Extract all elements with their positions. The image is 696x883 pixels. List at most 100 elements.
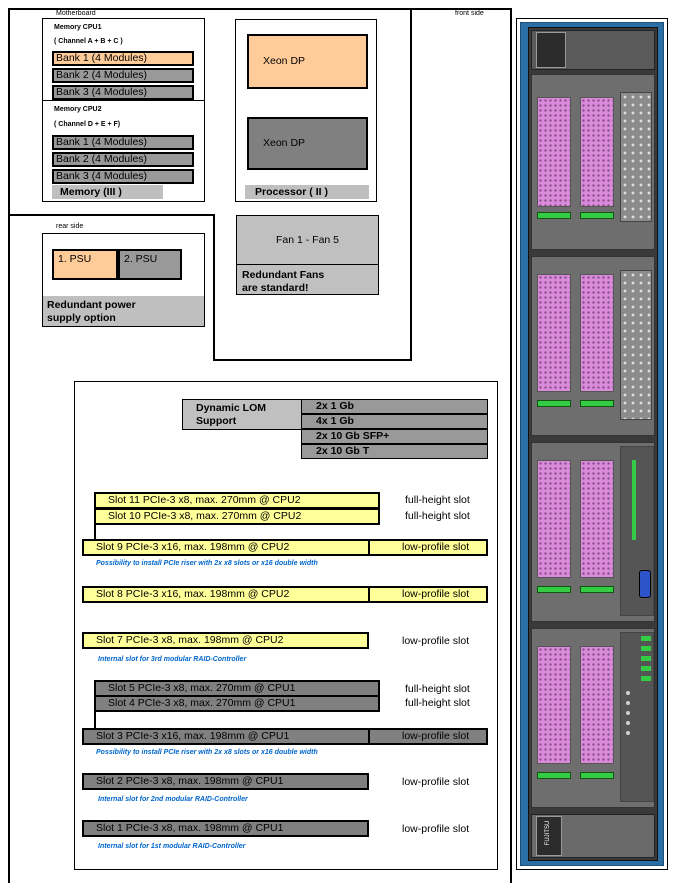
slot-7-type: low-profile slot bbox=[402, 635, 470, 647]
psu-note-bg bbox=[43, 296, 204, 326]
lom-option-2: 4x 1 Gb bbox=[301, 414, 488, 429]
front-led-5 bbox=[625, 730, 631, 736]
cage-1-grid bbox=[620, 92, 652, 222]
drive-5-latch bbox=[537, 586, 571, 593]
drive-8 bbox=[580, 646, 614, 764]
slot-9-divider bbox=[368, 541, 370, 554]
slot-5-type: full-height slot bbox=[405, 683, 470, 695]
slot-4: Slot 4 PCIe-3 x8, max. 270mm @ CPU1 bbox=[94, 695, 380, 712]
memory-cpu1-title: Memory CPU1 bbox=[54, 24, 102, 31]
psu-1: 1. PSU bbox=[52, 249, 118, 280]
cpu1-bank-2: Bank 2 (4 Modules) bbox=[52, 68, 194, 83]
memory-cpu2-title: Memory CPU2 bbox=[54, 106, 102, 113]
fan-note-2: are standard! bbox=[242, 282, 309, 294]
usb-panel bbox=[620, 632, 654, 802]
drive-7-latch bbox=[537, 772, 571, 779]
psu-note-2: supply option bbox=[47, 312, 116, 324]
front-led-3 bbox=[625, 710, 631, 716]
memory-cpu2-channels: ( Channel D + E + F) bbox=[54, 121, 121, 128]
divider-top bbox=[8, 8, 512, 10]
slot-9: Slot 9 PCIe-3 x16, max. 198mm @ CPU2 low… bbox=[82, 539, 488, 556]
lom-title-2: Support bbox=[196, 415, 237, 427]
bottom-brand-plate bbox=[536, 816, 562, 856]
cpu1-bank-3: Bank 3 (4 Modules) bbox=[52, 85, 194, 100]
slot-2-label: Slot 2 PCIe-3 x8, max. 198mm @ CPU1 bbox=[96, 775, 284, 787]
brand-logo: FUJITSU bbox=[545, 820, 551, 846]
drive-8-latch bbox=[580, 772, 614, 779]
drive-2 bbox=[580, 97, 614, 207]
lom-title-1: Dynamic LOM bbox=[196, 402, 267, 414]
lom-option-1: 2x 1 Gb bbox=[301, 399, 488, 414]
lom-option-3: 2x 10 Gb SFP+ bbox=[301, 429, 488, 444]
psu-note-1: Redundant power bbox=[47, 299, 136, 311]
fan-note-1: Redundant Fans bbox=[242, 269, 325, 281]
slot-7-label: Slot 7 PCIe-3 x8, max. 198mm @ CPU2 bbox=[96, 634, 284, 646]
slot-1-type: low-profile slot bbox=[402, 823, 470, 835]
slot-8-divider bbox=[368, 588, 370, 601]
psu-2: 2. PSU bbox=[118, 249, 182, 280]
fan-box bbox=[236, 215, 379, 295]
cage-2-grid bbox=[620, 270, 652, 420]
slot-9-type: low-profile slot bbox=[402, 541, 470, 553]
front-led-1 bbox=[625, 690, 631, 696]
slot-3-divider bbox=[368, 730, 370, 743]
divider-rear-bottom bbox=[213, 359, 412, 361]
slot-7: Slot 7 PCIe-3 x8, max. 198mm @ CPU2 bbox=[82, 632, 369, 649]
lom-title-box bbox=[182, 399, 302, 430]
rear-side-label: rear side bbox=[56, 223, 84, 230]
processor-footer: Processor ( II ) bbox=[245, 185, 369, 199]
divider-motherboard-right bbox=[410, 8, 412, 360]
lom-option-4: 2x 10 Gb T bbox=[301, 444, 488, 459]
cpu2-bank-3: Bank 3 (4 Modules) bbox=[52, 169, 194, 184]
slot-9-note: Possibility to install PCIe riser with 2… bbox=[96, 560, 318, 567]
slot-10-label: Slot 10 PCIe-3 x8, max. 270mm @ CPU2 bbox=[108, 510, 302, 522]
slot-2: Slot 2 PCIe-3 x8, max. 198mm @ CPU1 bbox=[82, 773, 369, 790]
fan-label: Fan 1 - Fan 5 bbox=[236, 215, 379, 265]
slot-11: Slot 11 PCIe-3 x8, max. 270mm @ CPU2 bbox=[94, 492, 380, 509]
drive-1-latch bbox=[537, 212, 571, 219]
slot-1: Slot 1 PCIe-3 x8, max. 198mm @ CPU1 bbox=[82, 820, 369, 837]
drive-4-latch bbox=[580, 400, 614, 407]
top-brand-plate bbox=[536, 32, 566, 68]
drive-6-latch bbox=[580, 586, 614, 593]
slot-8-label: Slot 8 PCIe-3 x16, max. 198mm @ CPU2 bbox=[96, 588, 290, 600]
slot-1-label: Slot 1 PCIe-3 x8, max. 198mm @ CPU1 bbox=[96, 822, 284, 834]
memory-footer: Memory (III ) bbox=[52, 185, 163, 199]
slot-2-note: Internal slot for 2nd modular RAID-Contr… bbox=[98, 796, 248, 803]
drive-7 bbox=[537, 646, 571, 764]
slot-4-type: full-height slot bbox=[405, 697, 470, 709]
cpu1-bank-1: Bank 1 (4 Modules) bbox=[52, 51, 194, 66]
cpu-2-chip: Xeon DP bbox=[247, 117, 368, 170]
slot-3-type: low-profile slot bbox=[402, 730, 470, 742]
memory-cpu1-channels: ( Channel A + B + C ) bbox=[54, 38, 123, 45]
vga-port bbox=[639, 570, 651, 598]
drive-2-latch bbox=[580, 212, 614, 219]
cpu2-bank-1: Bank 1 (4 Modules) bbox=[52, 135, 194, 150]
drive-3-latch bbox=[537, 400, 571, 407]
slot-8-type: low-profile slot bbox=[402, 588, 470, 600]
slot-8: Slot 8 PCIe-3 x16, max. 198mm @ CPU2 low… bbox=[82, 586, 488, 603]
slot-2-type: low-profile slot bbox=[402, 776, 470, 788]
memory-divider bbox=[42, 100, 205, 101]
slot-3: Slot 3 PCIe-3 x16, max. 198mm @ CPU1 low… bbox=[82, 728, 488, 745]
drive-1 bbox=[537, 97, 571, 207]
slot-3-label: Slot 3 PCIe-3 x16, max. 198mm @ CPU1 bbox=[96, 730, 290, 742]
divider-rear-top bbox=[8, 214, 214, 216]
drive-3 bbox=[537, 274, 571, 392]
slot-9-label: Slot 9 PCIe-3 x16, max. 198mm @ CPU2 bbox=[96, 541, 290, 553]
cpu2-bank-2: Bank 2 (4 Modules) bbox=[52, 152, 194, 167]
cpu-1-chip: Xeon DP bbox=[247, 34, 368, 89]
divider-front-left bbox=[510, 8, 512, 883]
front-led-4 bbox=[625, 720, 631, 726]
usb-ports bbox=[641, 636, 651, 684]
slot-1-note: Internal slot for 1st modular RAID-Contr… bbox=[98, 843, 246, 850]
divider-rear-right bbox=[213, 214, 215, 360]
slot-7-note: Internal slot for 3rd modular RAID-Contr… bbox=[98, 656, 247, 663]
divider-left bbox=[8, 8, 10, 883]
slot-4-label: Slot 4 PCIe-3 x8, max. 270mm @ CPU1 bbox=[108, 697, 296, 709]
front-side-label: front side bbox=[455, 10, 484, 17]
motherboard-label: Motherboard bbox=[56, 10, 96, 17]
drive-4 bbox=[580, 274, 614, 392]
slot-3-note: Possibility to install PCIe riser with 2… bbox=[96, 749, 318, 756]
slot-10: Slot 10 PCIe-3 x8, max. 270mm @ CPU2 bbox=[94, 508, 380, 525]
